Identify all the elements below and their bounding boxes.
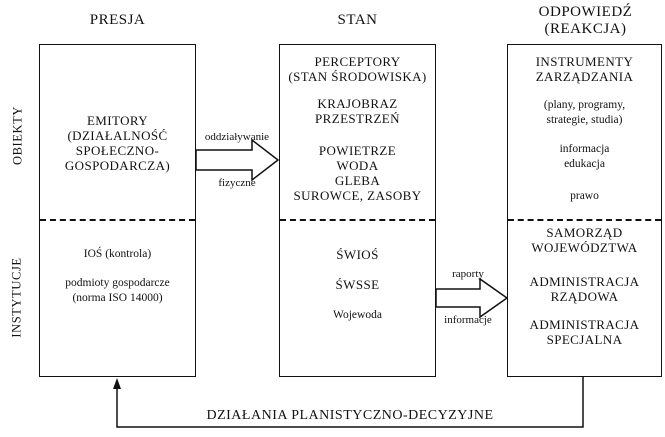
odpowiedz-informacja-line: informacja — [559, 143, 610, 155]
odpowiedz-plany-line: strategie, studia) — [546, 114, 623, 126]
feedback-arrowhead — [113, 378, 121, 389]
column-header-odpowiedz-line1: ODPOWIEDŹ — [538, 4, 633, 20]
stan-krajobraz-line: KRAJOBRAZ — [317, 96, 398, 111]
stan-swios: ŚWIOŚ — [336, 247, 379, 262]
odpowiedz-informacja: informacja edukacja — [508, 142, 661, 172]
stan-wojewoda: Wojewoda — [333, 309, 382, 321]
feedback-label: DZIAŁANIA PLANISTYCZNO-DECYZYJNE — [170, 408, 530, 424]
stan-elementy-line: SUROWCE, ZASOBY — [293, 188, 422, 203]
odpowiedz-samorzad-line: WOJEWÓDZTWA — [531, 240, 638, 255]
odpowiedz-informacja-line: edukacja — [564, 158, 605, 170]
presja-ios: IOŚ (kontrola) — [83, 248, 152, 260]
stan-swsse: ŚWSSE — [335, 277, 380, 292]
arrow-oddzialywanie — [195, 138, 280, 182]
column-header-presja: PRESJA — [89, 12, 146, 28]
stan-elementy-line: GLEBA — [334, 173, 381, 188]
stan-elementy-line: WODA — [336, 158, 379, 173]
presja-box: EMITORY (DZIAŁALNOŚĆ SPOŁECZNO- GOSPODAR… — [39, 44, 196, 377]
odpowiedz-admin-specjalna-line: SPECJALNA — [546, 332, 623, 347]
stan-perceptory-line: PERCEPTORY — [314, 54, 401, 69]
arrow-label-informacje: informacje — [444, 314, 492, 326]
column-header-odpowiedz: ODPOWIEDŹ (REAKCJA) — [508, 4, 663, 38]
odpowiedz-admin-rzadowa-line: RZĄDOWA — [550, 289, 619, 304]
odpowiedz-instrumenty: INSTRUMENTY ZARZĄDZANIA — [508, 54, 661, 84]
stan-elementy-line: POWIETRZE — [318, 143, 397, 158]
presja-emitory-line: EMITORY — [86, 113, 149, 128]
presja-emitory: EMITORY (DZIAŁALNOŚĆ SPOŁECZNO- GOSPODAR… — [40, 113, 195, 173]
odpowiedz-admin-specjalna: ADMINISTRACJA SPECJALNA — [508, 317, 661, 347]
odpowiedz-prawo: prawo — [570, 190, 599, 202]
odpowiedz-admin-rzadowa: ADMINISTRACJA RZĄDOWA — [508, 274, 661, 304]
odpowiedz-samorzad-line: SAMORZĄD — [546, 225, 623, 240]
odpowiedz-samorzad: SAMORZĄD WOJEWÓDZTWA — [508, 225, 661, 255]
stan-perceptory: PERCEPTORY (STAN ŚRODOWISKA) — [280, 54, 435, 84]
stan-krajobraz: KRAJOBRAZ PRZESTRZEŃ — [280, 96, 435, 126]
arrow-raporty — [435, 277, 509, 319]
presja-emitory-line: SPOŁECZNO- — [75, 143, 160, 158]
presja-podmioty-line: (norma ISO 14000) — [72, 292, 163, 304]
feedback-line — [116, 377, 584, 428]
stan-box: PERCEPTORY (STAN ŚRODOWISKA) KRAJOBRAZ P… — [279, 44, 436, 377]
presja-podmioty-line: podmioty gospodarcze — [65, 277, 170, 289]
odpowiedz-plany-line: (plany, programy, — [543, 99, 626, 111]
odpowiedz-admin-specjalna-line: ADMINISTRACJA — [529, 317, 640, 332]
stan-krajobraz-line: PRZESTRZEŃ — [315, 111, 400, 126]
arrow-label-fizyczne: fizyczne — [218, 177, 256, 189]
odpowiedz-box: INSTRUMENTY ZARZĄDZANIA (plany, programy… — [507, 44, 662, 377]
odpowiedz-plany: (plany, programy, strategie, studia) — [508, 98, 661, 128]
odpowiedz-instrumenty-line: ZARZĄDZANIA — [535, 69, 634, 84]
arrow-label-oddzialywanie: oddziaływanie — [204, 131, 270, 143]
odpowiedz-divider — [508, 219, 661, 221]
odpowiedz-instrumenty-line: INSTRUMENTY — [535, 54, 634, 69]
stan-perceptory-line: (STAN ŚRODOWISKA) — [288, 69, 427, 84]
odpowiedz-admin-rzadowa-line: ADMINISTRACJA — [529, 274, 640, 289]
presja-emitory-line: GOSPODARCZA) — [64, 158, 171, 173]
presja-divider — [40, 219, 195, 221]
column-header-stan: STAN — [337, 12, 378, 28]
presja-emitory-line: (DZIAŁALNOŚĆ — [67, 128, 168, 143]
presja-podmioty: podmioty gospodarcze (norma ISO 14000) — [40, 276, 195, 306]
stan-divider — [280, 219, 435, 221]
arrow-label-raporty: raporty — [452, 268, 484, 280]
stan-elementy: POWIETRZE WODA GLEBA SUROWCE, ZASOBY — [280, 143, 435, 203]
column-header-odpowiedz-line2: (REAKCJA) — [544, 21, 627, 37]
